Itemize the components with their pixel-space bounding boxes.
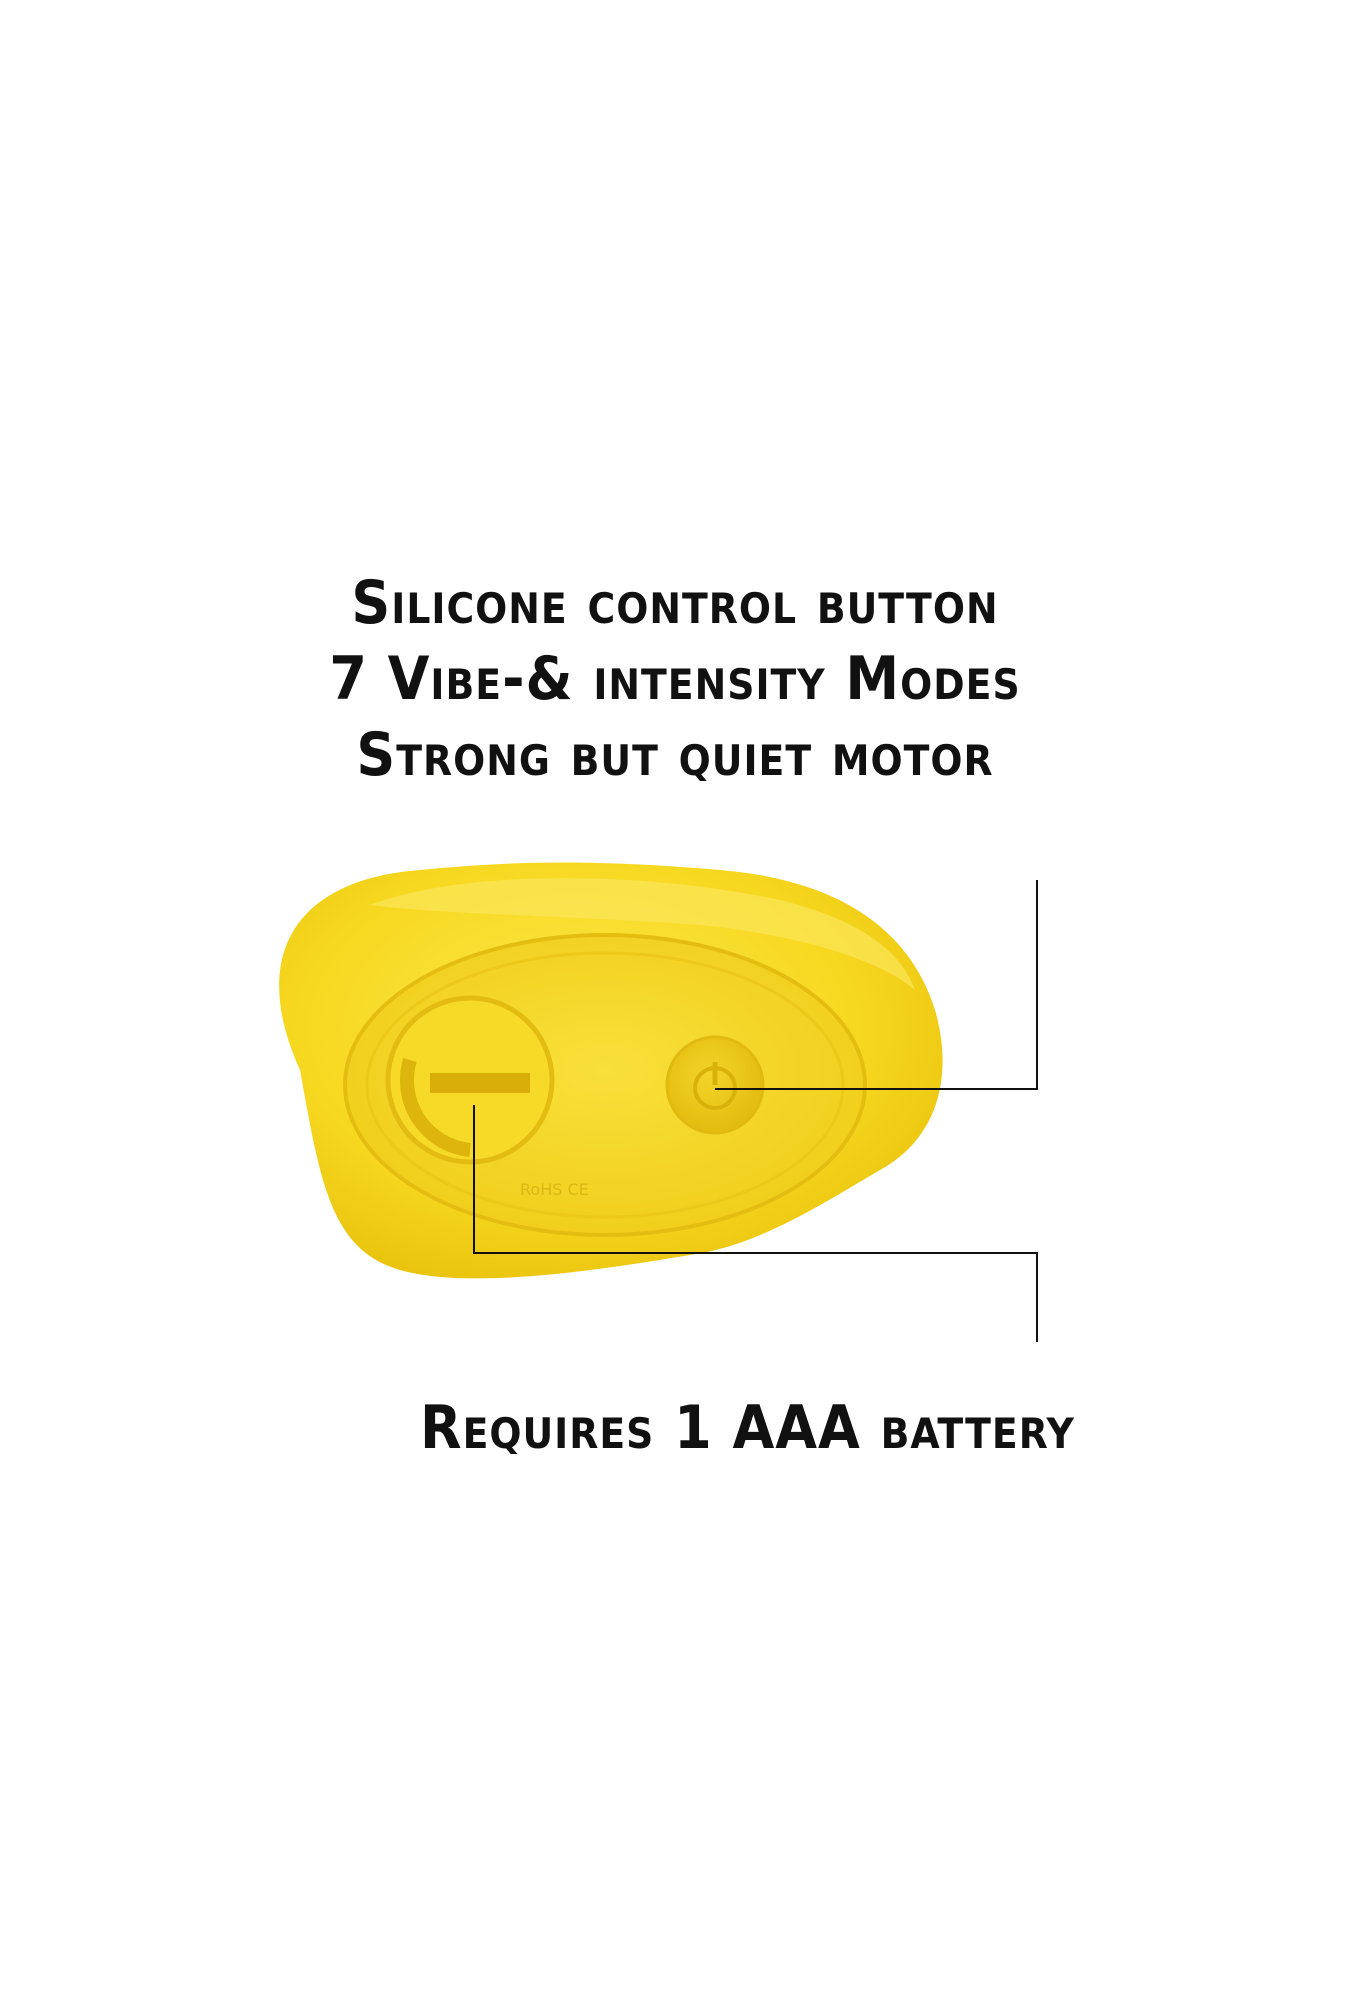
device-rim [370,878,915,990]
control-plate-inner [365,951,845,1219]
emboss-mark: RoHS CE [520,1180,589,1199]
battery-requirement: Requires 1 AAA battery [420,1393,1075,1463]
feature-silicone-button: Silicone control button [351,568,999,638]
feature-vibe-modes: 7 Vibe-& intensity Modes [329,644,1021,714]
battery-slot [430,1073,530,1093]
feature-quiet-motor: Strong but quiet motor [356,720,994,790]
feature-list: Silicone control button 7 Vibe-& intensi… [0,565,1350,793]
battery-cap-arc [399,1057,471,1157]
